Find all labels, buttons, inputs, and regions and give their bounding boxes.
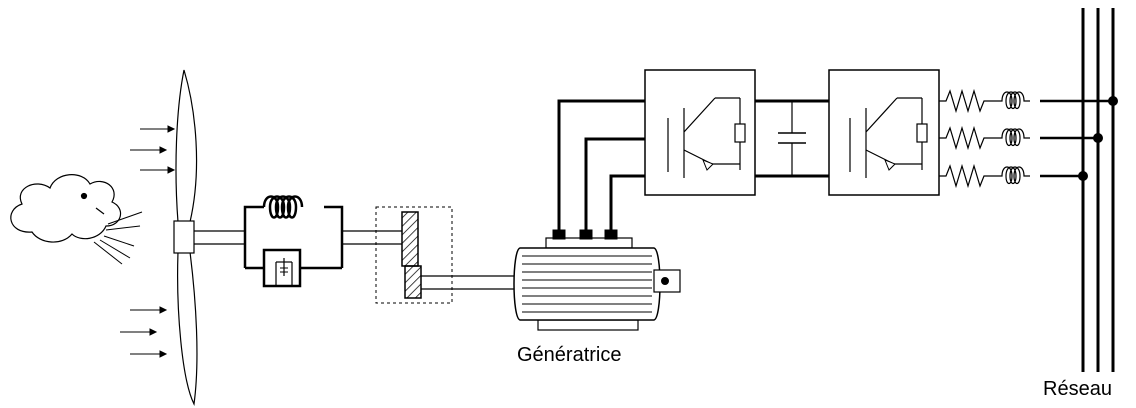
wind-arrows: [120, 125, 176, 358]
hub: [173, 220, 195, 254]
gearbox: [375, 206, 453, 304]
damper: [262, 248, 302, 288]
inverter: [828, 69, 940, 196]
grid-label: Réseau: [1043, 378, 1112, 400]
shaft: [194, 230, 245, 245]
shaft-3: [421, 275, 516, 290]
dc-link-capacitor: [755, 99, 829, 178]
grid-filter: [939, 88, 1113, 189]
rectifier: [644, 69, 756, 196]
torsion-spring: [243, 195, 344, 270]
grid-bus: [1078, 8, 1118, 372]
wind-breath-lines: [93, 211, 143, 265]
generator-motor: [513, 229, 681, 331]
turbine-blades: [175, 69, 198, 407]
wind-cloud-icon: [10, 174, 122, 243]
shaft-2: [342, 230, 402, 245]
generator-wires: [557, 99, 645, 231]
generator-label: Génératrice: [517, 344, 622, 366]
